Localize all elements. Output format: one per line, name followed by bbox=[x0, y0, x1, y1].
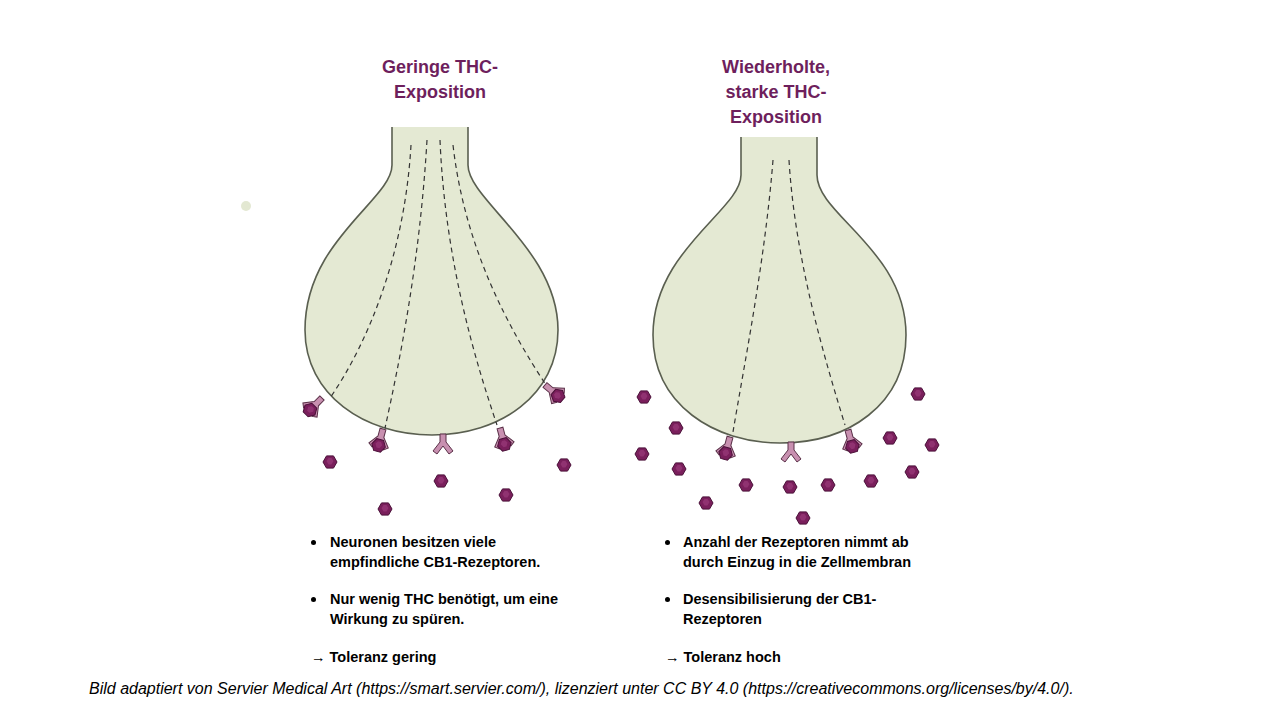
bullet-dot bbox=[665, 597, 670, 602]
thc-molecule bbox=[557, 459, 571, 471]
thc-molecule bbox=[323, 456, 337, 468]
thc-molecule bbox=[699, 497, 713, 509]
thc-molecule bbox=[549, 387, 567, 406]
cb1-receptor bbox=[490, 425, 514, 449]
thc-molecule bbox=[905, 466, 919, 478]
bullet-dot bbox=[311, 540, 316, 545]
neuron-terminal: Wiederholte, starke THC- Exposition bbox=[630, 55, 950, 475]
cb1-receptor bbox=[301, 391, 329, 419]
thc-molecule bbox=[637, 391, 651, 403]
bullet-text: Nur wenig THC benötigt, um eine Wirkung … bbox=[330, 590, 575, 629]
thc-molecule bbox=[434, 475, 448, 487]
stray-dot bbox=[241, 201, 251, 211]
bullet-text: Anzahl der Rezeptoren nimmt ab durch Ein… bbox=[683, 533, 933, 572]
conclusion-text: → Toleranz gering bbox=[311, 648, 571, 668]
thc-molecule bbox=[844, 439, 861, 454]
thc-molecule bbox=[864, 475, 878, 487]
neuron-outline bbox=[290, 55, 590, 475]
section-heading: Geringe THC- Exposition bbox=[365, 55, 515, 105]
thc-molecule bbox=[796, 512, 810, 524]
thc-molecule bbox=[783, 481, 797, 493]
thc-molecule bbox=[717, 446, 734, 461]
bullet-text: Desensibilisierung der CB1- Rezeptoren bbox=[683, 590, 933, 629]
cb1-receptor bbox=[715, 434, 739, 458]
neuron-terminal: Geringe THC- Exposition bbox=[290, 55, 590, 475]
thc-molecule bbox=[301, 401, 320, 420]
thc-molecule bbox=[669, 422, 683, 434]
thc-molecule bbox=[635, 448, 649, 460]
thc-molecule bbox=[925, 439, 939, 451]
thc-molecule bbox=[496, 437, 513, 452]
thc-molecule bbox=[370, 438, 387, 453]
thc-molecule bbox=[821, 479, 835, 491]
cb1-receptor bbox=[368, 426, 392, 450]
cb1-receptor bbox=[781, 442, 801, 462]
bullet-dot bbox=[665, 540, 670, 545]
neuron-fill bbox=[653, 137, 906, 443]
cb1-receptor bbox=[433, 434, 453, 454]
bullet-text: Neuronen besitzen viele empfindliche CB1… bbox=[330, 533, 575, 572]
thc-molecule bbox=[499, 489, 513, 501]
neuron-border bbox=[653, 137, 906, 443]
conclusion-text: → Toleranz hoch bbox=[665, 648, 925, 668]
thc-molecule bbox=[911, 388, 925, 400]
image-credit: Bild adaptiert von Servier Medical Art (… bbox=[89, 679, 1259, 699]
neuron-border bbox=[305, 127, 558, 435]
bullet-dot bbox=[311, 597, 316, 602]
thc-molecule bbox=[883, 432, 897, 444]
neuron-fill bbox=[305, 127, 558, 435]
section-heading: Wiederholte, starke THC- Exposition bbox=[711, 55, 841, 130]
thc-molecule bbox=[672, 463, 686, 475]
thc-molecule bbox=[739, 479, 753, 491]
thc-molecule bbox=[378, 503, 392, 515]
